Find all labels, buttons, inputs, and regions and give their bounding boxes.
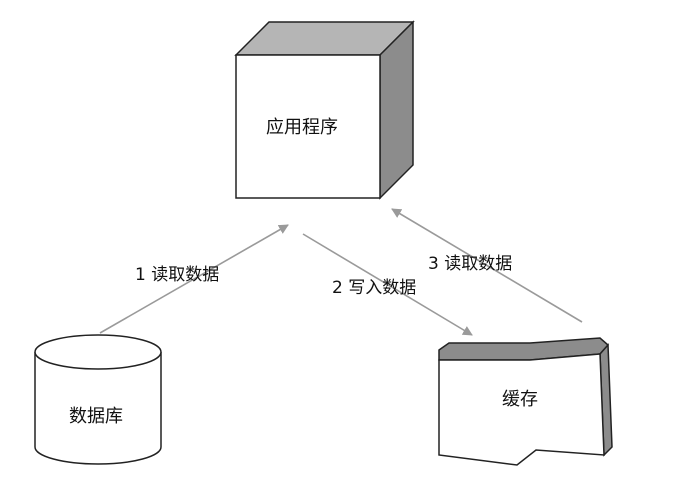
- application-box-front: [235, 54, 381, 199]
- edge-database-to-application: [99, 224, 289, 334]
- application-node: [234, 20, 415, 200]
- edge-label-3: 3 读取数据: [428, 254, 513, 274]
- edge-application-to-cache: [302, 233, 473, 336]
- cache-node: [438, 337, 613, 466]
- cache-label: 缓存: [502, 389, 538, 410]
- application-label: 应用程序: [266, 117, 338, 138]
- edge-label-2: 2 写入数据: [332, 278, 417, 298]
- database-label: 数据库: [69, 406, 123, 427]
- database-node: [34, 334, 162, 465]
- cache-banner-front: [438, 353, 605, 466]
- database-cylinder-top: [34, 334, 162, 370]
- database-cylinder-body: [34, 352, 162, 465]
- edge-cache-to-application: [391, 208, 583, 323]
- edge-label-1: 1 读取数据: [135, 265, 220, 285]
